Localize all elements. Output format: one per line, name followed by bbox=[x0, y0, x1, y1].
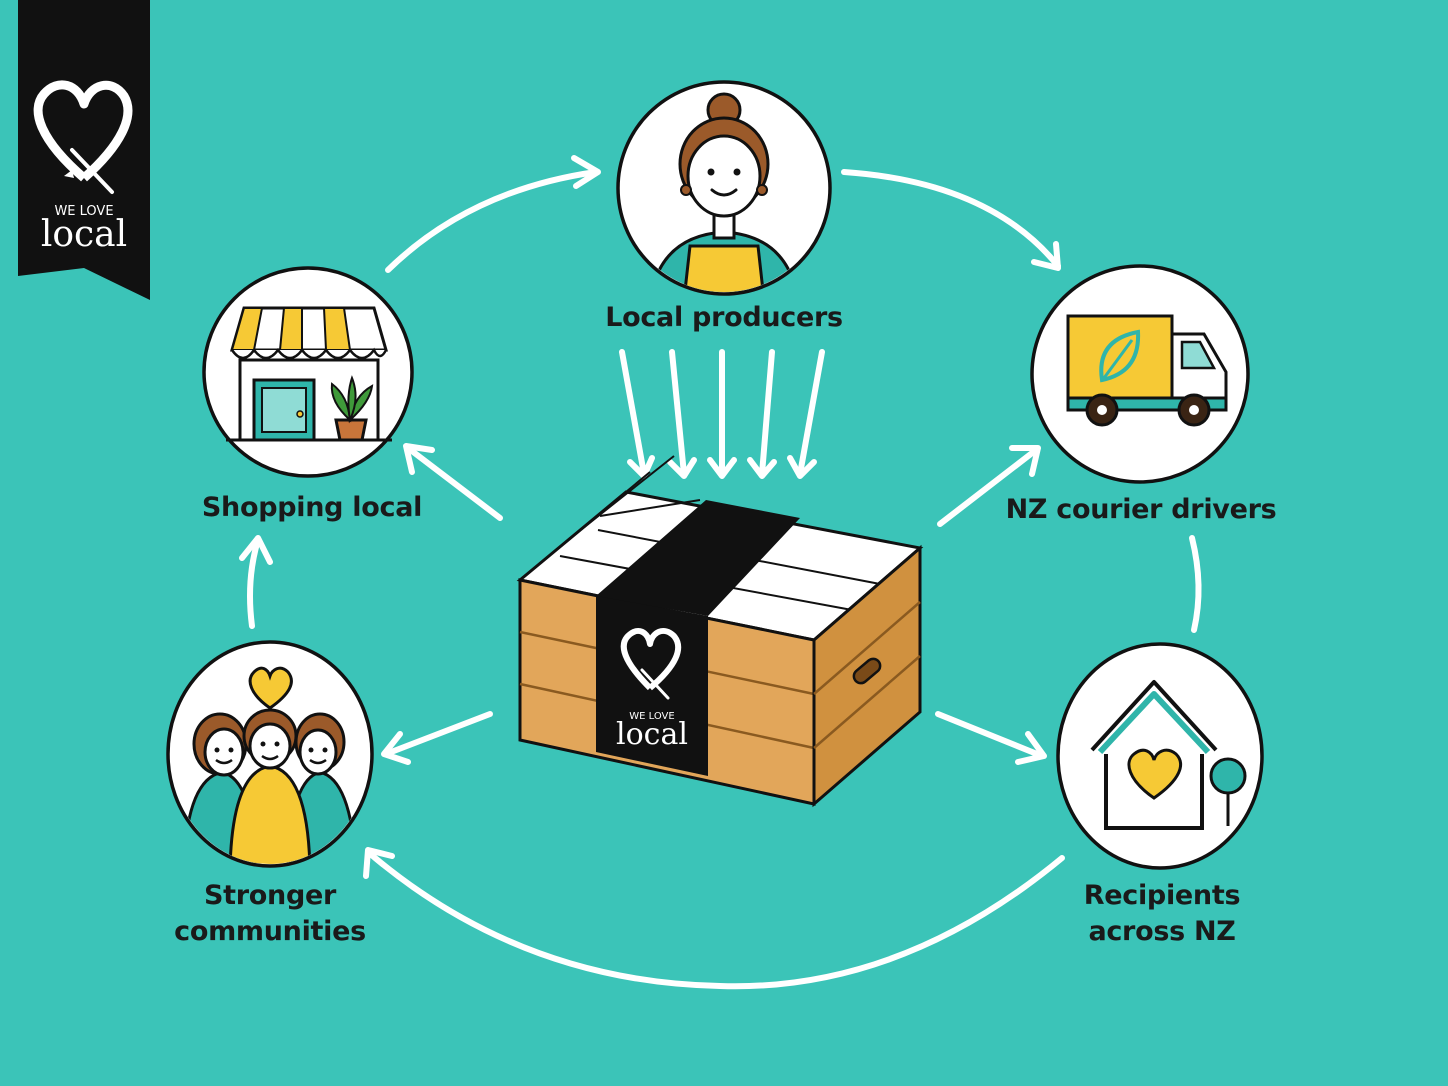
arrow-couriers-to-recipients bbox=[1189, 535, 1202, 633]
crate-brand-name: local bbox=[616, 717, 688, 752]
label-recipients-line1: Recipients bbox=[1083, 880, 1241, 911]
arrows-producers-to-crate bbox=[619, 349, 825, 479]
house-heart-icon bbox=[1090, 680, 1218, 830]
arrow-producers-to-couriers bbox=[841, 169, 1061, 271]
arrow-crate-to-recipients bbox=[935, 711, 1047, 765]
label-nz-courier-drivers: NZ courier drivers bbox=[1005, 494, 1277, 525]
arrow-shopping-to-producers bbox=[385, 155, 601, 273]
label-stronger-communities: Stronger communities bbox=[160, 878, 380, 950]
node-nz-courier-drivers bbox=[1030, 264, 1250, 484]
arrow-crate-to-couriers bbox=[937, 445, 1041, 527]
heart-logo-icon bbox=[33, 80, 133, 194]
arrow-recipients-to-communities bbox=[363, 847, 1065, 990]
label-communities-line2: communities bbox=[174, 916, 366, 947]
courier-truck-icon bbox=[1066, 314, 1228, 427]
heart-icon bbox=[248, 666, 293, 710]
label-shopping-local: Shopping local bbox=[201, 492, 423, 523]
arrow-crate-to-shopping bbox=[403, 443, 503, 521]
leaf-icon bbox=[1099, 329, 1141, 383]
producer-person-icon bbox=[648, 92, 800, 292]
storefront-icon bbox=[226, 306, 392, 442]
tree-icon bbox=[1209, 757, 1247, 826]
node-local-producers bbox=[616, 80, 832, 296]
brand-ribbon: WE LOVE local bbox=[18, 0, 150, 300]
crate-heart-logo-icon bbox=[620, 627, 681, 700]
gift-crate: WE LOVE local bbox=[516, 455, 924, 808]
brand-name: local bbox=[41, 214, 127, 255]
node-recipients-across-nz bbox=[1056, 642, 1264, 870]
label-local-producers: Local producers bbox=[605, 302, 843, 333]
crate-brand-tagline: WE LOVE bbox=[629, 711, 674, 722]
node-stronger-communities bbox=[166, 640, 374, 868]
label-recipients-line2: across NZ bbox=[1088, 916, 1236, 947]
label-recipients-across-nz: Recipients across NZ bbox=[1050, 878, 1274, 950]
cycle-arrows bbox=[239, 155, 1202, 990]
brand-tagline: WE LOVE bbox=[54, 204, 113, 219]
node-shopping-local bbox=[202, 266, 414, 478]
arrow-communities-to-shopping bbox=[239, 535, 273, 629]
arrow-crate-to-communities bbox=[381, 711, 493, 765]
label-communities-line1: Stronger bbox=[204, 880, 336, 911]
